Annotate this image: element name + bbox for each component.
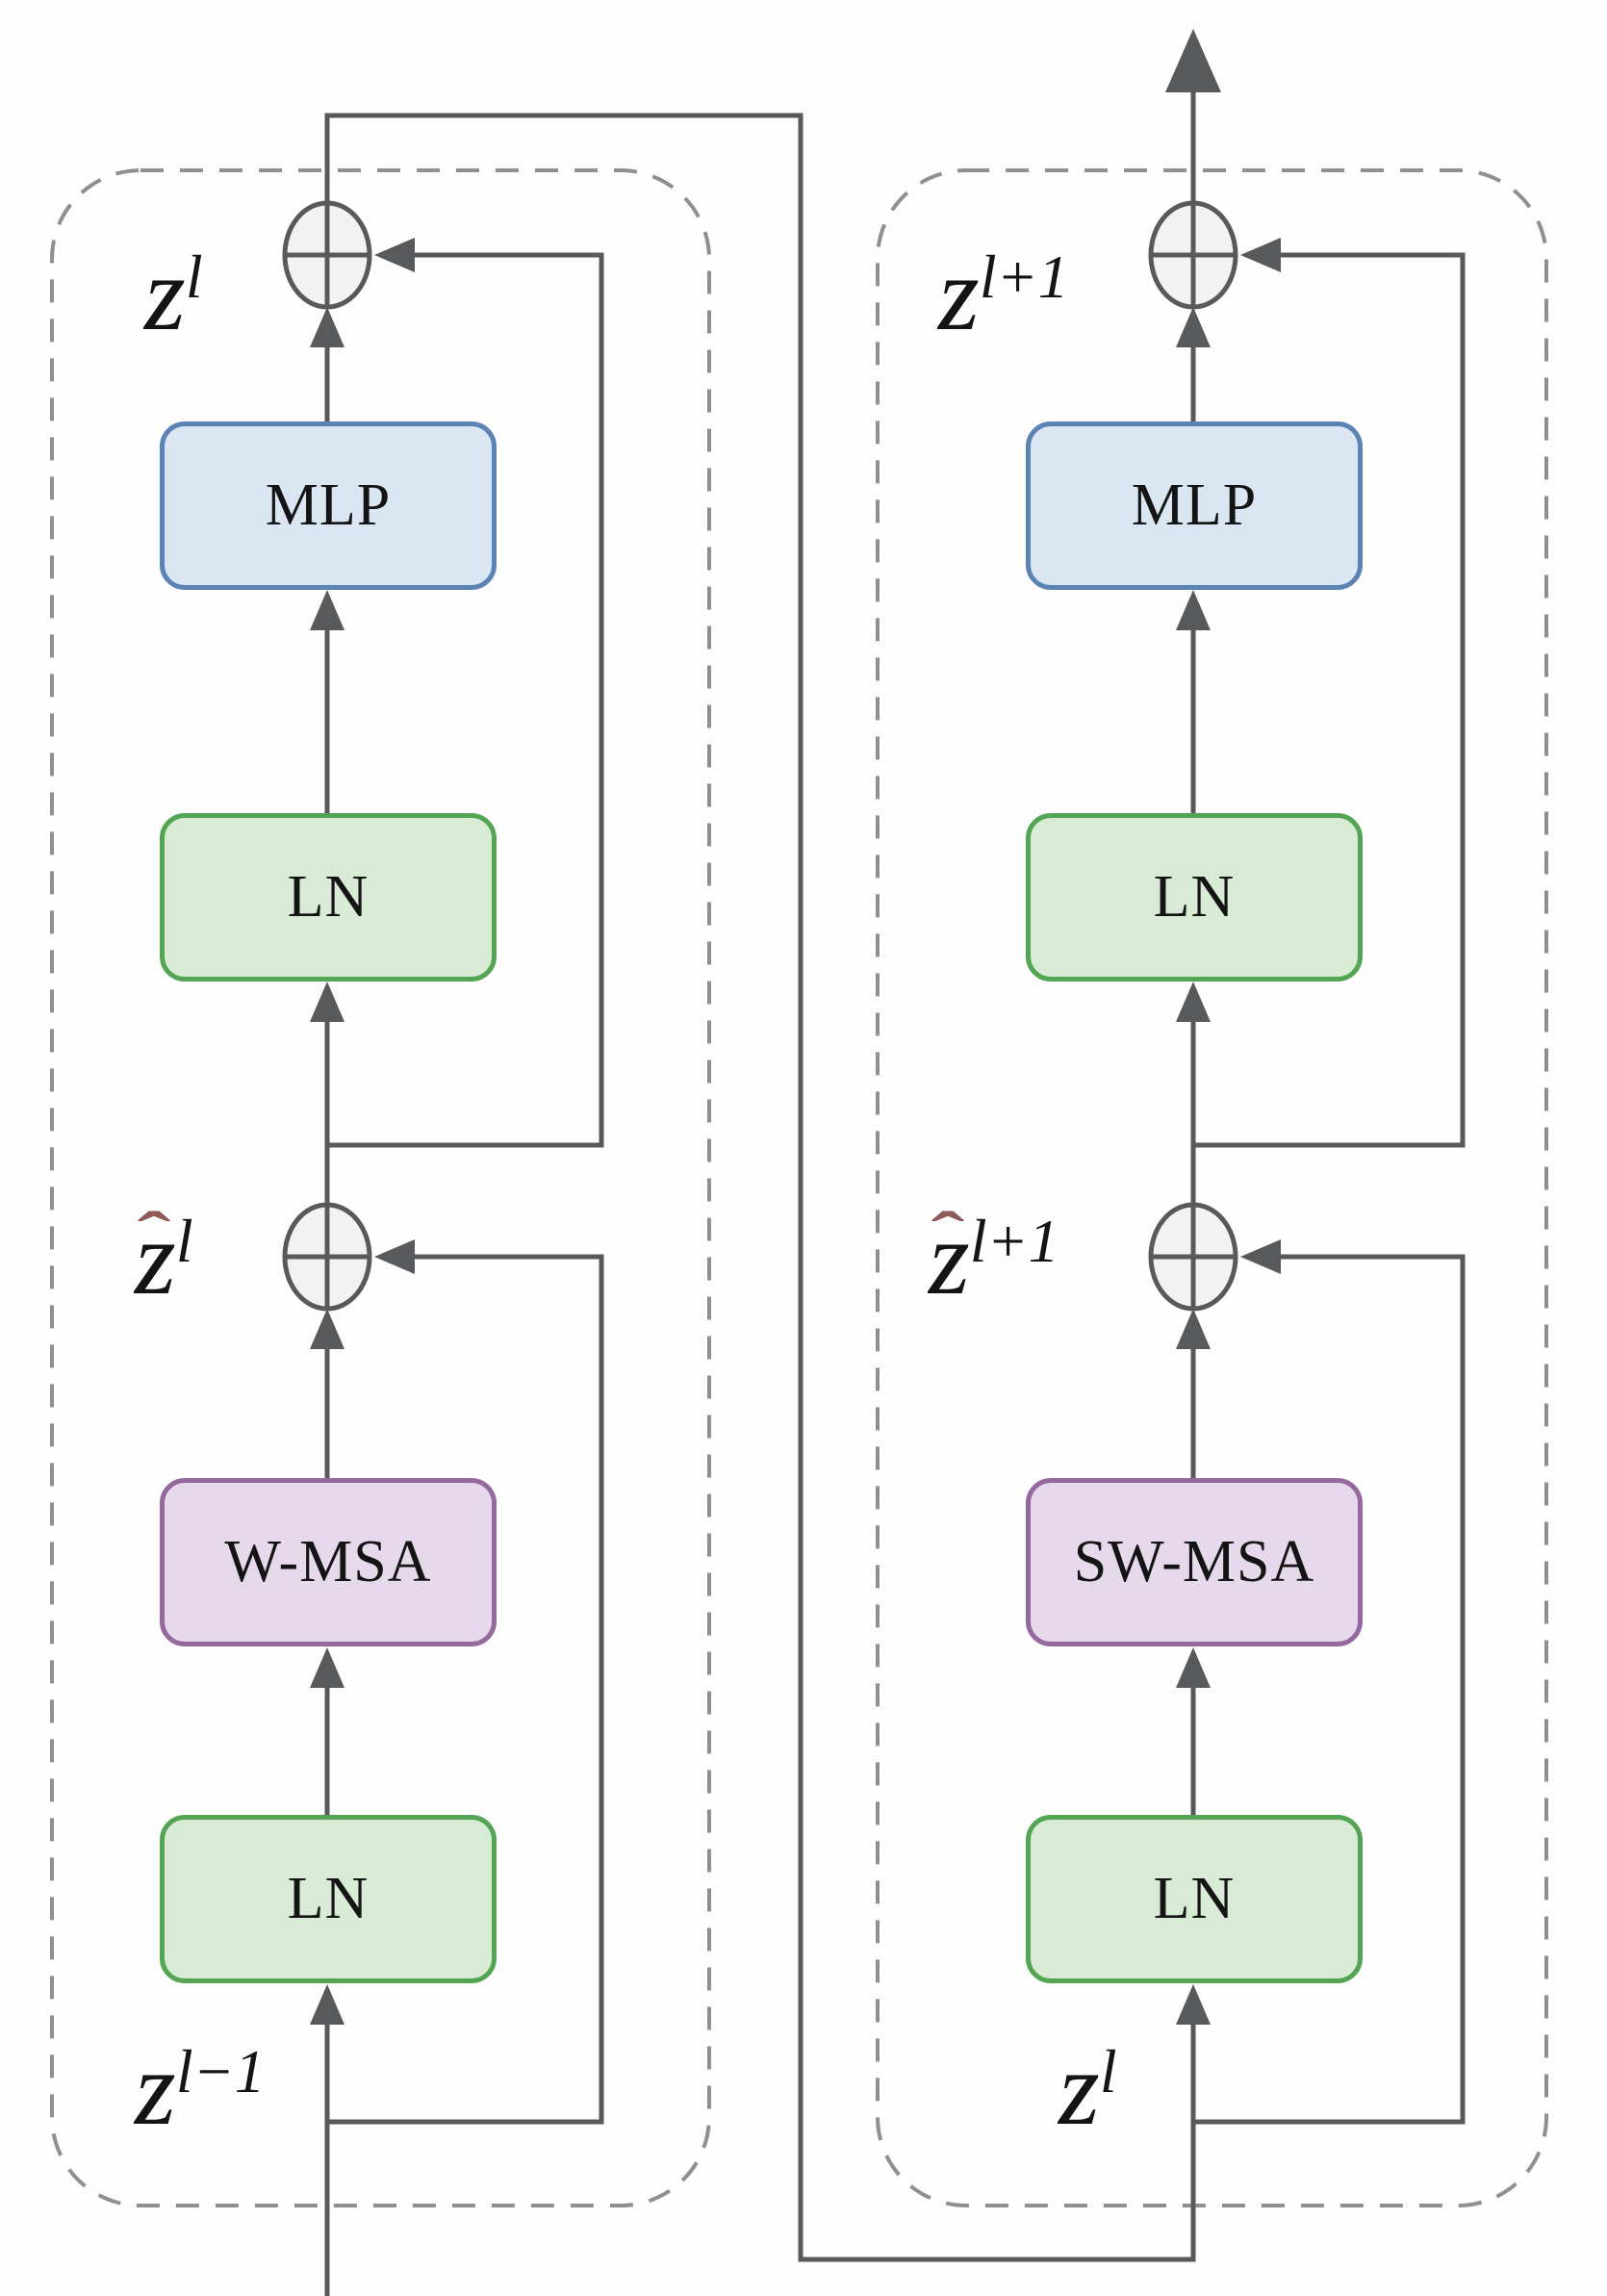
arrowhead <box>310 982 344 1022</box>
output-label-l1: zl+1 <box>938 235 1069 352</box>
add-icon <box>1148 200 1238 310</box>
sw-msa-box: SW-MSA <box>1026 1478 1363 1646</box>
hat-accent: ˆ <box>930 1199 965 1270</box>
wire-residual-msa-l <box>327 1254 604 2125</box>
arrowhead <box>310 590 344 630</box>
wire-block-l-output-to-block-l1-input <box>324 113 1196 2262</box>
add-icon <box>282 200 372 310</box>
add-icon <box>282 1202 372 1312</box>
output-arrowhead <box>1165 29 1221 92</box>
w-msa-box: W-MSA <box>160 1478 497 1646</box>
ln-top-box-l1: LN <box>1026 813 1363 982</box>
wire-residual-msa-l1 <box>1193 1254 1466 2125</box>
arrowhead <box>310 1984 344 2025</box>
arrowhead <box>1240 1239 1281 1274</box>
arrowhead <box>310 1647 344 1688</box>
arrowhead <box>1176 1309 1211 1349</box>
block-outline-l1 <box>876 168 1548 2207</box>
output-label-l: zl <box>144 235 203 352</box>
wire-residual-mlp-l1 <box>1193 252 1466 1148</box>
arrowhead <box>1176 1647 1211 1688</box>
arrowhead <box>310 1309 344 1349</box>
arrowhead <box>1176 1984 1211 2025</box>
arrowhead <box>310 307 344 347</box>
arrowhead <box>1176 590 1211 630</box>
input-label-l: zl−1 <box>135 2029 266 2147</box>
mlp-box-l1: MLP <box>1026 421 1363 590</box>
ln-top-box-l: LN <box>160 813 497 982</box>
hat-accent: ˆ <box>136 1199 171 1270</box>
arrowhead <box>1240 238 1281 272</box>
arrowhead <box>374 238 415 272</box>
add-icon <box>1148 1202 1238 1312</box>
arrowhead <box>1176 307 1211 347</box>
mlp-box-l: MLP <box>160 421 497 590</box>
wire-residual-mlp-l <box>327 252 604 1148</box>
ln-bottom-box-l1: LN <box>1026 1815 1363 1983</box>
block-outline-l <box>50 168 711 2207</box>
arrowhead <box>1176 982 1211 1022</box>
ln-bottom-box-l: LN <box>160 1815 497 1983</box>
input-label-l1: zl <box>1059 2029 1117 2147</box>
arrowhead <box>374 1239 415 1274</box>
